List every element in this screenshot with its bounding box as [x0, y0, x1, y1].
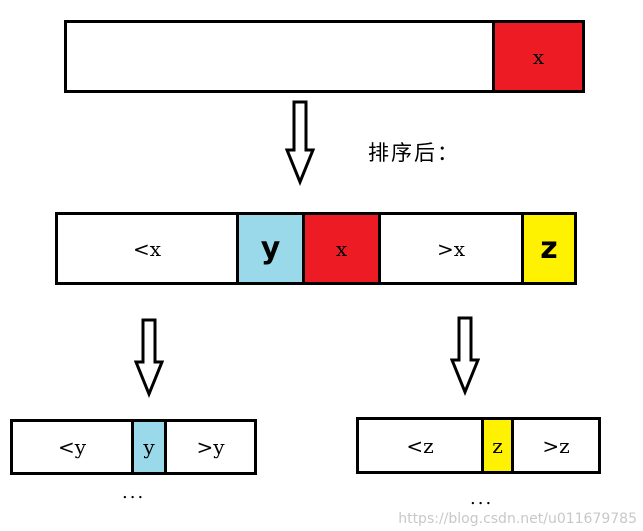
- top-pivot-cell: x: [492, 23, 582, 90]
- greater-than-y-label: >y: [196, 435, 225, 459]
- less-than-x-label: <x: [132, 236, 162, 261]
- left-partition-bar: <y y >y: [10, 419, 257, 475]
- y-cell: y: [236, 215, 302, 282]
- less-than-y-cell: <y: [13, 422, 131, 472]
- down-arrow-right-icon: [450, 316, 480, 396]
- watermark: https://blog.csdn.net/u011679785: [398, 511, 637, 527]
- sorted-caption: 排序后：: [368, 141, 460, 165]
- less-than-y-label: <y: [57, 435, 87, 459]
- top-pivot-label: x: [532, 44, 545, 69]
- pivot-z-label: z: [492, 433, 503, 458]
- greater-than-x-label: >x: [436, 236, 466, 261]
- greater-than-z-cell: >z: [511, 420, 598, 471]
- right-partition-bar: <z z >z: [356, 417, 601, 474]
- pivot-y-cell: y: [131, 422, 164, 472]
- pivot-z-cell: z: [481, 420, 511, 471]
- middle-array-bar: <x y x >x z: [55, 212, 577, 285]
- greater-than-z-label: >z: [542, 433, 570, 458]
- z-cell: z: [521, 215, 574, 282]
- top-array-bar: x: [64, 20, 585, 93]
- less-than-z-cell: <z: [359, 420, 481, 471]
- pivot-x-label: x: [335, 236, 348, 261]
- down-arrow-icon: [285, 100, 315, 186]
- down-arrow-left-icon: [134, 318, 164, 398]
- less-than-x-cell: <x: [58, 215, 236, 282]
- z-label: z: [540, 231, 558, 266]
- y-label: y: [260, 231, 281, 266]
- greater-than-y-cell: >y: [164, 422, 254, 472]
- ellipsis-right: ...: [470, 488, 494, 509]
- pivot-y-label: y: [143, 435, 155, 459]
- less-than-z-label: <z: [406, 433, 434, 458]
- greater-than-x-cell: >x: [378, 215, 521, 282]
- pivot-x-cell: x: [302, 215, 378, 282]
- ellipsis-left: ...: [122, 482, 146, 503]
